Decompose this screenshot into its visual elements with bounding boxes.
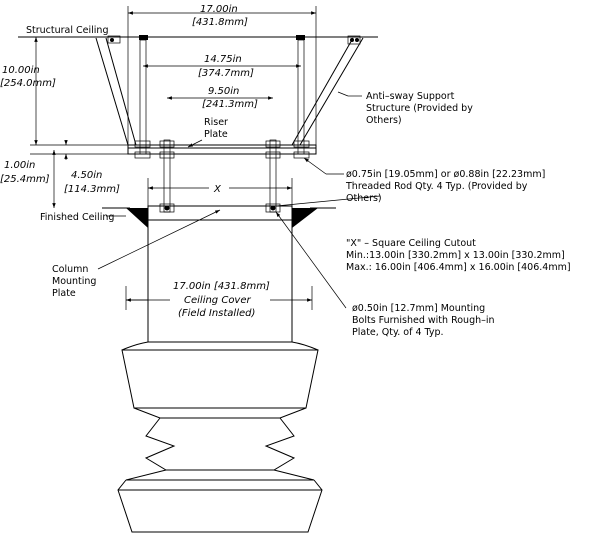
dim-mid-width-mm: [374.7mm] <box>198 68 254 79</box>
dim-plate-in: 1.00in <box>4 160 35 171</box>
dim-mid-width-in: 14.75in <box>204 54 242 65</box>
finished-ceiling: Finished Ceiling <box>40 207 336 228</box>
column-mounting-plate <box>147 203 293 221</box>
anti-sway-braces <box>95 37 364 146</box>
anti-sway-line2: Structure (Provided by <box>366 103 473 114</box>
dim-height-mm: [254.0mm] <box>0 78 56 89</box>
cover-label-line1: Ceiling Cover <box>184 295 252 306</box>
dim-gap-mm: [114.3mm] <box>64 184 120 195</box>
finished-ceiling-label: Finished Ceiling <box>40 212 114 223</box>
riser-label-line2: Plate <box>204 129 228 140</box>
ceiling-cover: 17.00in [431.8mm] Ceiling Cover (Field I… <box>125 220 313 342</box>
dim-mid-width: 14.75in [374.7mm] <box>143 54 301 79</box>
dim-inner-width-mm: [241.3mm] <box>202 99 258 110</box>
threaded-rod-line3: Others) <box>346 193 382 204</box>
callout-cutout: "X" – Square Ceiling Cutout Min.:13.00in… <box>346 238 571 273</box>
anti-sway-line1: Anti–sway Support <box>366 91 455 102</box>
dim-inner-width: 9.50in [241.3mm] <box>167 86 273 110</box>
bolts-line1: ø0.50in [12.7mm] Mounting <box>352 303 485 314</box>
dim-top-width: 17.00in [431.8mm] <box>127 4 317 145</box>
dim-height: 10.00in [254.0mm] <box>0 37 128 146</box>
column-plate-line2: Mounting <box>52 276 96 287</box>
callout-threaded-rod: ø0.75in [19.05mm] or ø0.88in [22.23mm] T… <box>275 157 545 207</box>
threaded-rod-line1: ø0.75in [19.05mm] or ø0.88in [22.23mm] <box>346 169 545 180</box>
cutout-line2: Min.:13.00in [330.2mm] x 13.00in [330.2m… <box>346 250 565 261</box>
anti-sway-line3: Others) <box>366 115 402 126</box>
dim-height-in: 10.00in <box>2 65 40 76</box>
structural-ceiling-label: Structural Ceiling <box>26 25 109 36</box>
dim-top-width-mm: [431.8mm] <box>192 17 248 28</box>
bolts-line2: Bolts Furnished with Rough–in <box>352 315 495 326</box>
callout-anti-sway: Anti–sway Support Structure (Provided by… <box>337 91 473 126</box>
dim-plate-gap: 1.00in [25.4mm] 4.50in [114.3mm] <box>0 140 128 208</box>
callout-mounting-bolts: ø0.50in [12.7mm] Mounting Bolts Furnishe… <box>275 211 495 338</box>
cutout-line1: "X" – Square Ceiling Cutout <box>346 238 476 249</box>
dim-cutout-x: X <box>147 178 293 208</box>
column-plate-line1: Column <box>52 264 88 275</box>
riser-plate: Riser Plate <box>127 117 317 159</box>
column-fixture <box>117 341 323 533</box>
dim-plate-mm: [25.4mm] <box>0 174 50 185</box>
dim-cutout-x-label: X <box>213 184 222 195</box>
threaded-rod-line2: Threaded Rod Qty. 4 Typ. (Provided by <box>345 181 528 192</box>
dim-gap-in: 4.50in <box>71 170 102 181</box>
cover-label-line2: (Field Installed) <box>178 308 255 319</box>
column-plate-line3: Plate <box>52 288 76 299</box>
cover-dim-label: 17.00in [431.8mm] <box>173 281 270 292</box>
callout-column-plate: Column Mounting Plate <box>52 209 221 299</box>
dim-inner-width-in: 9.50in <box>208 86 239 97</box>
bolts-line3: Plate, Qty. of 4 Typ. <box>352 327 444 338</box>
cutout-line3: Max.: 16.00in [406.4mm] x 16.00in [406.4… <box>346 262 571 273</box>
dim-top-width-in: 17.00in <box>200 4 238 15</box>
riser-label-line1: Riser <box>204 117 228 128</box>
